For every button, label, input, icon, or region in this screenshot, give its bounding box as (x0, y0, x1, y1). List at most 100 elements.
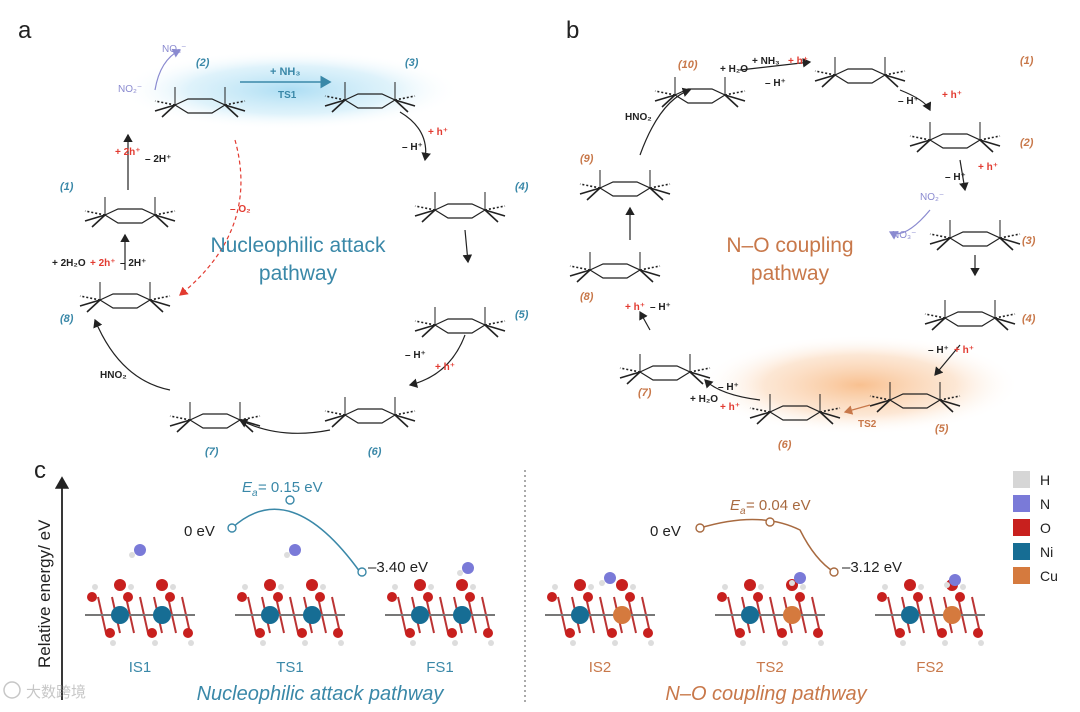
step-a-3: (3) (405, 57, 419, 69)
ammonia-is1-h-atom (129, 552, 135, 558)
ts1-point (285, 495, 295, 505)
left-pathway-title: Nucleophilic attack pathway (197, 683, 445, 705)
nitrogen-is2-atom (604, 572, 616, 584)
label-b-h-plus-2: + h⁺ (978, 162, 998, 173)
molecule-a-6 (324, 397, 416, 428)
arrow-5-to-6 (408, 334, 466, 388)
arrow-10-to-1 (739, 58, 812, 71)
nitrogen-ts2-atom (794, 572, 806, 584)
panel-a-letter: a (18, 17, 32, 44)
panel-c-letter: c (34, 457, 46, 484)
legend-label-h: H (1040, 472, 1050, 488)
arrow-9-to-10 (639, 87, 692, 156)
left-end-energy: –3.40 eV (368, 559, 428, 576)
legend-swatch-ni (1013, 543, 1030, 560)
molecule-b-7 (619, 354, 711, 385)
nitrogen-ts2-h-atom (789, 580, 795, 586)
arrow-4-to-5 (934, 344, 961, 376)
step-a-8: (8) (60, 313, 74, 325)
label-a-minus-h-1: – H⁺ (402, 142, 423, 153)
ammonia-is1-atom (134, 544, 146, 556)
arrow-3-to-4 (399, 111, 431, 162)
step-b-1: (1) (1020, 55, 1034, 67)
fs1-point (357, 567, 367, 577)
label-two-h: + 2h⁺ (115, 147, 141, 158)
label-hno2-a: HNO₂ (100, 370, 127, 381)
step-b-4: (4) (1022, 313, 1036, 325)
molecule-a-1 (84, 197, 176, 228)
step-b-5: (5) (935, 423, 949, 435)
label-ts1: TS1 (278, 90, 297, 101)
label-water-a: + 2H₂O (52, 258, 86, 269)
label-water-b: + 2h⁺ (90, 258, 116, 269)
arrow-1-to-2 (899, 89, 932, 112)
molecule-b-5 (869, 382, 961, 413)
step-b-3: (3) (1022, 235, 1036, 247)
label-b-top-nh3: + NH₃ (752, 56, 780, 67)
molecule-b-8 (569, 252, 661, 283)
legend-swatch-o (1013, 519, 1030, 536)
right-end-energy: –3.12 eV (842, 559, 902, 576)
molecule-b-4 (924, 300, 1016, 331)
legend-label-n: N (1040, 496, 1050, 512)
slab-ts1 (235, 579, 345, 646)
panel-a-title-2: pathway (259, 262, 338, 285)
slab-fs2 (875, 579, 985, 646)
label-b-top-h: + h⁺ (788, 56, 808, 67)
slab-is1 (85, 579, 195, 646)
label-b-no2: NO₂⁻ (920, 192, 944, 203)
molecule-b-6 (749, 394, 841, 425)
label-is2: IS2 (589, 659, 612, 676)
label-no3: NO₃⁻ (162, 44, 186, 55)
ts2-highlight (700, 335, 1020, 435)
molecule-b-9 (579, 170, 671, 201)
step-b-6: (6) (778, 439, 792, 451)
molecule-a-8 (79, 282, 171, 313)
panel-b-title-1: N–O coupling (726, 234, 853, 257)
arrow-7-to-8 (639, 310, 651, 331)
step-a-5: (5) (515, 309, 529, 321)
molecule-a-4 (414, 192, 506, 223)
ea-left-sub: a (252, 488, 258, 499)
step-a-2: (2) (196, 57, 210, 69)
nitrogen-fs1-h-atom (457, 570, 463, 576)
arrow-6-to-7 (704, 379, 761, 401)
legend-swatch-cu (1013, 567, 1030, 584)
slab-is2 (545, 579, 655, 646)
atomic-structures (85, 544, 985, 646)
label-b-minus-h-2: – H⁺ (945, 172, 966, 183)
ammonia-ts1-h-atom (284, 552, 290, 558)
panel-b-title-2: pathway (751, 262, 830, 285)
step-b-10: (10) (678, 59, 698, 71)
panel-a: a NO₃⁻ NO₂⁻ + NH₃ TS1 + h⁺ – H⁺ – H⁺ + h… (18, 17, 529, 458)
ts2-point (765, 517, 775, 527)
label-a-h-plus-1: + h⁺ (428, 127, 448, 138)
legend-swatch-n (1013, 495, 1030, 512)
arrow-2-to-3 (959, 159, 969, 192)
molecule-a-7 (169, 402, 261, 433)
arrow-nitrite-in (888, 209, 931, 240)
watermark-logo-icon (3, 681, 21, 699)
step-b-7: (7) (638, 387, 652, 399)
label-no2: NO₂⁻ (118, 84, 142, 95)
step-a-1: (1) (60, 181, 74, 193)
label-b-h-plus-5: + h⁺ (625, 302, 645, 313)
arrow-4-to-5 (462, 229, 473, 264)
nitrogen-fs2-atom (949, 574, 961, 586)
panel-b-letter: b (566, 17, 579, 44)
energy-curve-left (231, 508, 361, 573)
energy-axis-label: Relative energy/ eV (35, 519, 54, 668)
label-water-c: – 2H⁺ (120, 258, 146, 269)
label-b-water: + H₂O (690, 394, 718, 405)
arrow-2-to-8-dashed (179, 139, 242, 296)
label-b-minus-h-3: – H⁺ (928, 345, 949, 356)
label-b-h-plus-4: + h⁺ (720, 402, 740, 413)
label-fs1: FS1 (426, 659, 454, 676)
label-ts1-struct: TS1 (276, 659, 304, 676)
step-b-9: (9) (580, 153, 594, 165)
is1-point (227, 523, 237, 533)
label-b-minus-h-5: – H⁺ (650, 302, 671, 313)
molecule-b-2 (909, 122, 1001, 153)
nitrogen-is2-h-atom (599, 580, 605, 586)
